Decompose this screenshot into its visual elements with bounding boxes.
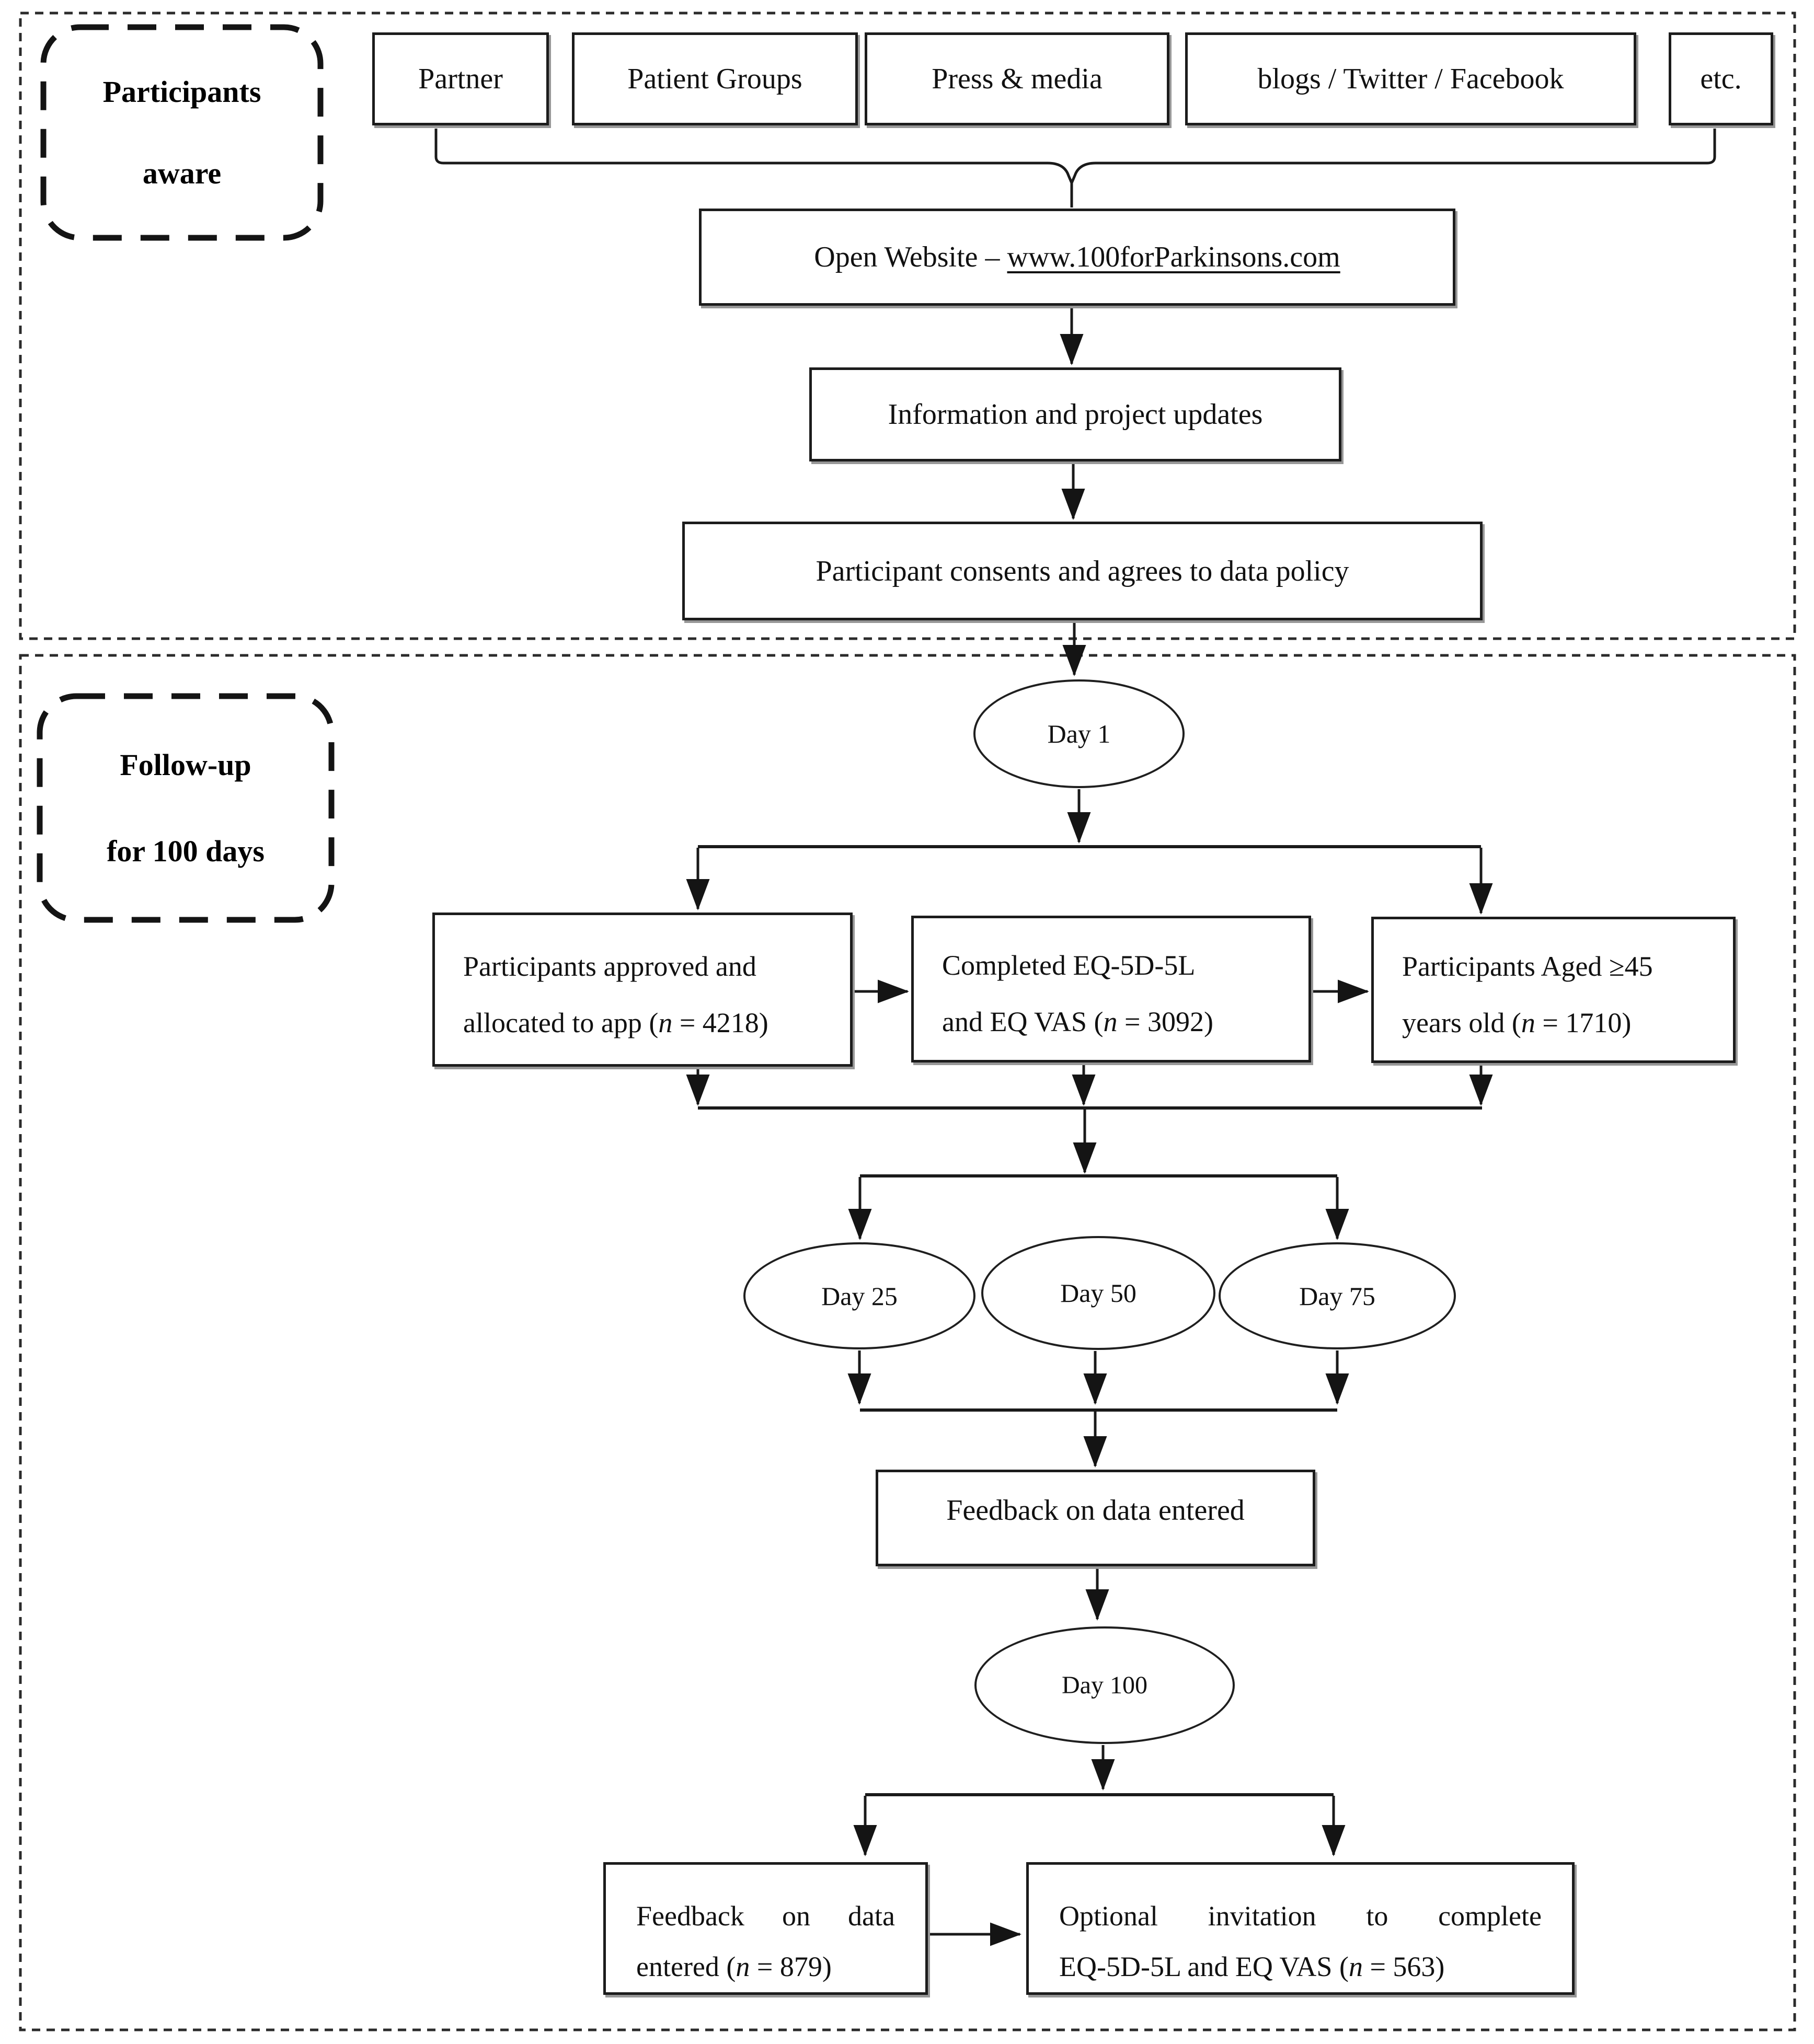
ellipse-day1: Day 1: [973, 679, 1185, 788]
ellipse-day50: Day 50: [981, 1236, 1215, 1350]
section-followup-border: [19, 654, 1796, 2031]
completed-n: n: [1103, 1006, 1118, 1037]
completed-l2post: = 3092): [1117, 1006, 1213, 1037]
label-participants-aware-line2: aware: [142, 156, 222, 191]
node-aged-line2: years old (n = 1710): [1402, 995, 1631, 1051]
node-feedback-879-line1: Feedback on data: [636, 1900, 895, 1932]
optional-l2post: = 563): [1362, 1951, 1445, 1983]
open-website-url[interactable]: www.100forParkinsons.com: [1007, 241, 1340, 273]
approved-l2pre: allocated to app (: [463, 1007, 659, 1038]
feedback879-l2post: = 879): [750, 1951, 832, 1983]
optional-n: n: [1348, 1951, 1363, 1983]
node-feedback-entered: Feedback on data entered: [876, 1470, 1315, 1566]
aged-n: n: [1521, 1007, 1535, 1038]
ellipse-day50-label: Day 50: [1060, 1278, 1136, 1308]
node-approved-allocated: Participants approved and allocated to a…: [432, 913, 853, 1067]
node-consents-data-policy-label: Participant consents and agrees to data …: [816, 555, 1349, 587]
node-information-updates-label: Information and project updates: [888, 398, 1263, 431]
node-open-website-label: Open Website – www.100forParkinsons.com: [814, 239, 1340, 275]
followup-frame: [37, 693, 335, 923]
node-blogs-twitter-facebook: blogs / Twitter / Facebook: [1185, 32, 1636, 125]
ellipse-day25: Day 25: [743, 1242, 975, 1349]
node-patient-groups-label: Patient Groups: [627, 63, 802, 95]
ellipse-day75-label: Day 75: [1299, 1281, 1375, 1311]
node-open-website: Open Website – www.100forParkinsons.com: [699, 209, 1455, 306]
node-optional-invitation: Optional invitation to complete EQ-5D-5L…: [1026, 1862, 1575, 1995]
node-approved-line1: Participants approved and: [463, 951, 756, 982]
node-completed-line1: Completed EQ-5D-5L: [942, 950, 1196, 981]
node-information-updates: Information and project updates: [809, 367, 1341, 461]
feedback879-n: n: [736, 1951, 750, 1983]
node-feedback-879-line2: entered (n = 879): [636, 1942, 832, 1992]
completed-l2pre: and EQ VAS (: [942, 1006, 1104, 1037]
node-feedback-879: Feedback on data entered (n = 879): [603, 1862, 928, 1995]
node-completed-eq5d: Completed EQ-5D-5L and EQ VAS (n = 3092): [911, 916, 1311, 1063]
ellipse-day75: Day 75: [1219, 1242, 1456, 1349]
label-followup-line1: Follow-up: [120, 748, 251, 782]
node-optional-line2: EQ-5D-5L and EQ VAS (n = 563): [1059, 1942, 1444, 1992]
node-etc: etc.: [1669, 32, 1773, 125]
optional-l2pre: EQ-5D-5L and EQ VAS (: [1059, 1951, 1349, 1983]
label-followup-line2: for 100 days: [107, 834, 265, 868]
approved-l2post: = 4218): [672, 1007, 768, 1038]
ellipse-day100: Day 100: [974, 1626, 1235, 1744]
node-completed-line2: and EQ VAS (n = 3092): [942, 994, 1213, 1050]
section-participants-aware-border: [19, 11, 1796, 640]
node-press-media-label: Press & media: [932, 63, 1103, 95]
node-feedback-entered-label: Feedback on data entered: [946, 1494, 1245, 1527]
node-patient-groups: Patient Groups: [572, 32, 858, 125]
node-aged-45: Participants Aged ≥45 years old (n = 171…: [1371, 917, 1736, 1063]
node-approved-line2: allocated to app (n = 4218): [463, 995, 768, 1051]
participants-aware-frame: [40, 24, 324, 241]
label-followup: Follow-up for 100 days: [40, 696, 331, 920]
node-optional-line1: Optional invitation to complete: [1059, 1900, 1542, 1932]
aged-l2post: = 1710): [1535, 1007, 1632, 1038]
ellipse-day25-label: Day 25: [821, 1281, 898, 1311]
open-website-prefix: Open Website –: [814, 241, 1007, 273]
node-press-media: Press & media: [865, 32, 1169, 125]
ellipse-day1-label: Day 1: [1047, 719, 1111, 748]
aged-l2pre: years old (: [1402, 1007, 1521, 1038]
label-participants-aware: Participants aware: [43, 27, 320, 238]
node-blogs-twitter-facebook-label: blogs / Twitter / Facebook: [1257, 63, 1564, 95]
node-partner-label: Partner: [418, 63, 503, 95]
approved-n: n: [658, 1007, 673, 1038]
node-partner: Partner: [372, 32, 549, 125]
sources-gather-brace: [434, 129, 1716, 187]
label-participants-aware-line1: Participants: [102, 74, 261, 109]
node-aged-line1: Participants Aged ≥45: [1402, 951, 1653, 982]
node-etc-label: etc.: [1700, 63, 1742, 95]
node-consents-data-policy: Participant consents and agrees to data …: [682, 522, 1483, 620]
feedback879-l2pre: entered (: [636, 1951, 736, 1983]
ellipse-day100-label: Day 100: [1062, 1671, 1147, 1699]
